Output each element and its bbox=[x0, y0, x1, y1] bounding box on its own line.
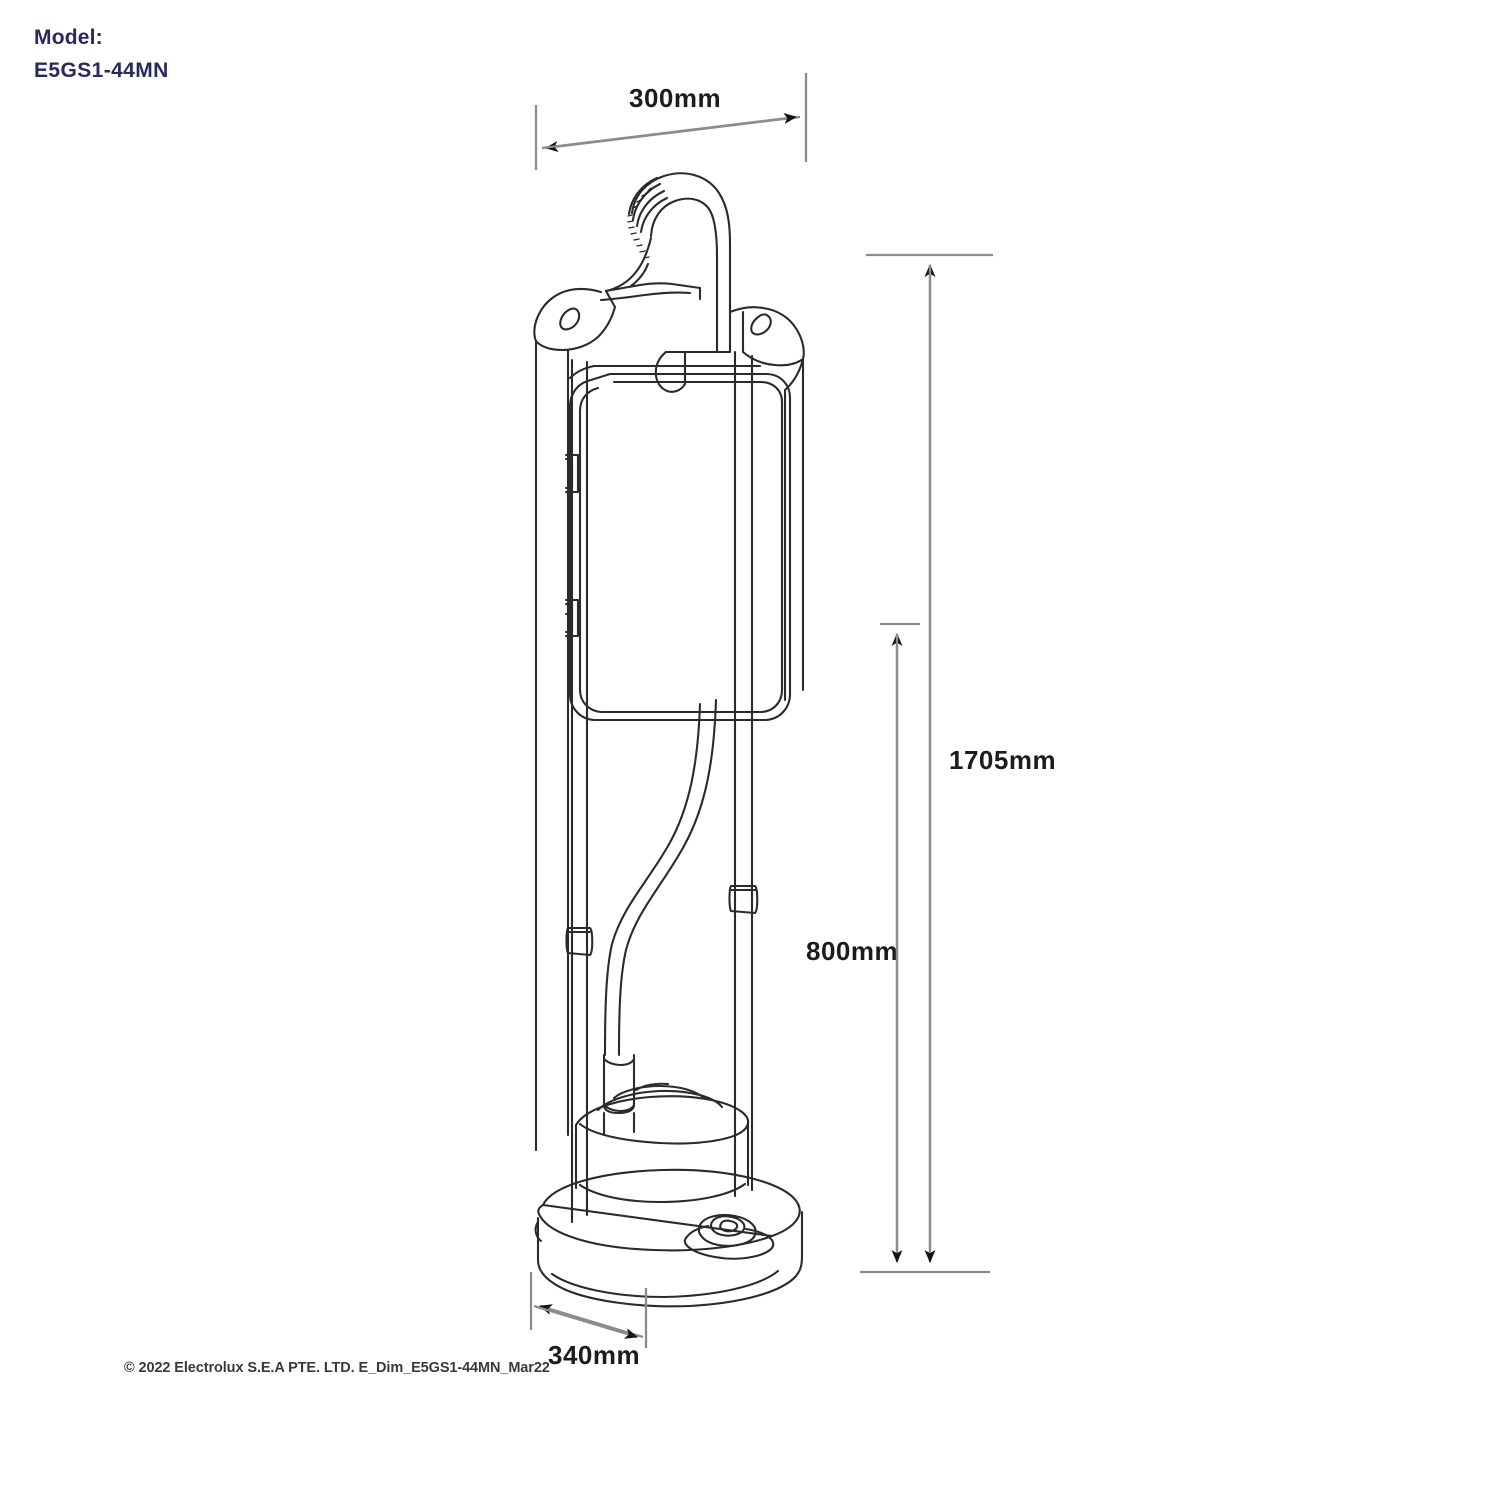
dimension-label-height-total: 1705mm bbox=[949, 745, 1057, 775]
water-tank-housing bbox=[534, 357, 805, 1152]
hanger-assembly bbox=[533, 282, 805, 406]
base-platform bbox=[534, 1082, 804, 1308]
copyright-notice: © 2022 Electrolux S.E.A PTE. LTD. E_Dim_… bbox=[124, 1360, 550, 1376]
dimension-label-depth-base: 340mm bbox=[548, 1340, 641, 1370]
pole-base-stubs bbox=[570, 1111, 754, 1224]
dimension-height-pole bbox=[880, 622, 920, 1263]
telescopic-poles bbox=[565, 350, 759, 1172]
model-info-block: Model: E5GS1-44MN bbox=[34, 22, 169, 87]
dimension-label-width-top: 300mm bbox=[629, 83, 722, 113]
dimension-height-total bbox=[860, 253, 993, 1274]
dim-arrow-left-340 bbox=[539, 1304, 644, 1339]
dimension-label-height-pole: 800mm bbox=[806, 936, 899, 966]
steam-head-assembly bbox=[604, 172, 732, 354]
dimension-width-top bbox=[534, 73, 808, 170]
model-number: E5GS1-44MN bbox=[34, 58, 169, 82]
dim-arrow-right-300 bbox=[541, 112, 797, 150]
model-label: Model: bbox=[34, 26, 103, 49]
dim-arrow-right-340 bbox=[533, 1304, 638, 1339]
steam-hose bbox=[602, 698, 718, 1115]
dimension-depth-base bbox=[529, 1272, 648, 1348]
